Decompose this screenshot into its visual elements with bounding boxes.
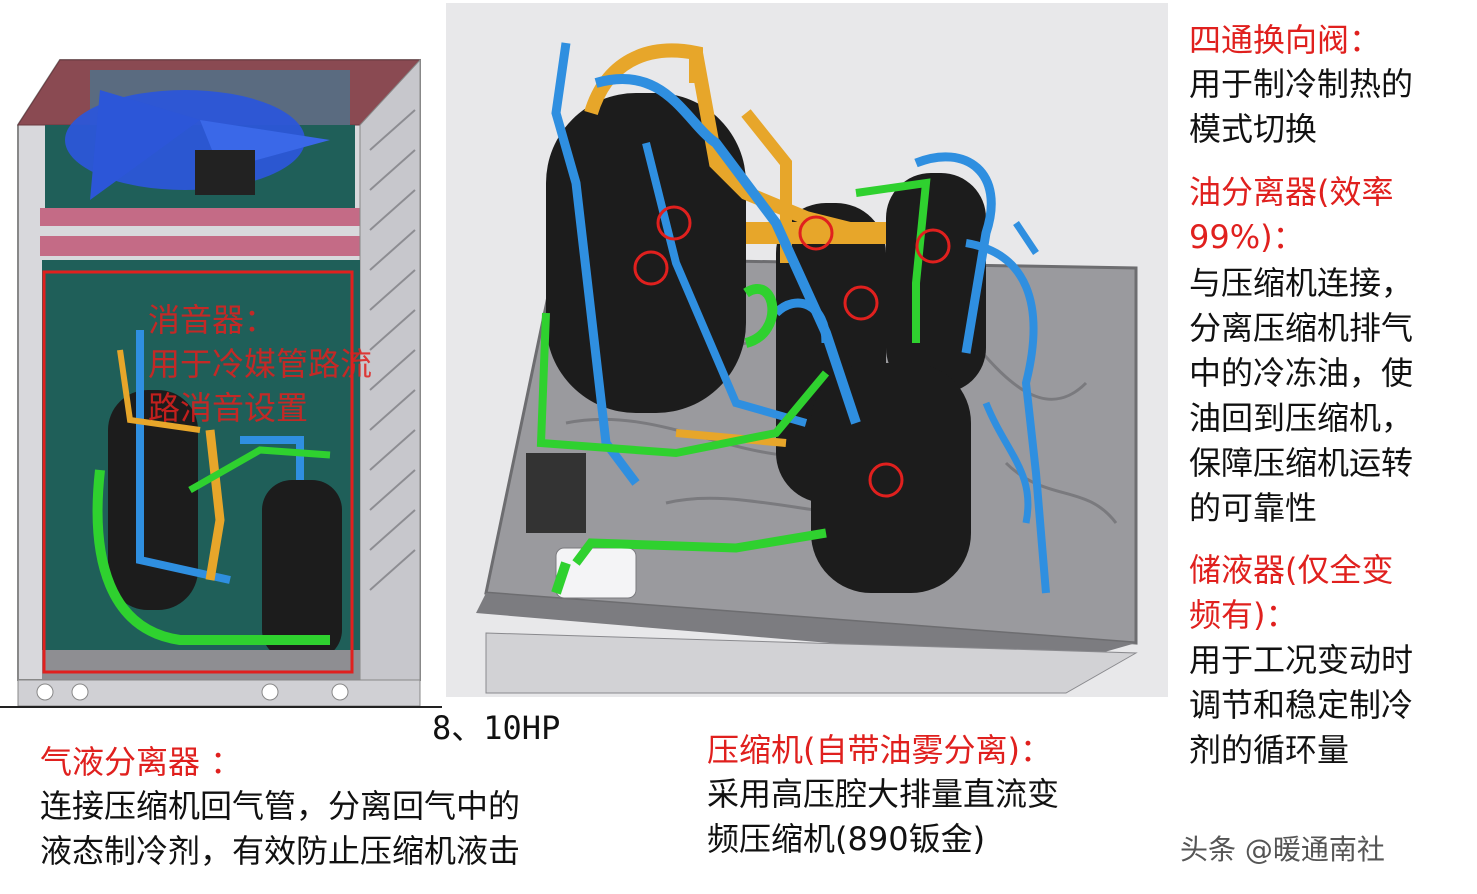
outdoor-unit-image: 消音器： 用于冷媒管路流 路消音设置 xyxy=(0,0,440,708)
model-label: 8、10HP xyxy=(432,709,561,747)
oil-separator-desc: 与压缩机连接， 分离压缩机排气 中的冷冻油，使 油回到压缩机， 保障压缩机运转 … xyxy=(1189,264,1414,527)
marker-circle xyxy=(633,250,669,286)
watermark: 头条 @暖通南社 xyxy=(1180,833,1385,866)
accumulator-title: 储液器(仅全变 频有)： xyxy=(1189,551,1394,634)
highlight-box xyxy=(42,270,354,674)
compressor-title: 压缩机(自带油雾分离)： xyxy=(707,731,1052,769)
muffler-title: 消音器： xyxy=(148,301,277,339)
gas-liquid-separator-title: 气液分离器 ： xyxy=(40,743,243,781)
compressor-desc: 采用高压腔大排量直流变 频压缩机(890钣金) xyxy=(707,775,1060,858)
marker-circle xyxy=(656,205,692,241)
divider-line xyxy=(0,706,442,708)
compressor-tank xyxy=(811,363,971,593)
internal-components-image xyxy=(446,3,1168,697)
marker-circle xyxy=(798,215,834,251)
accumulator-desc: 用于工况变动时 调节和稳定制冷 剂的循环量 xyxy=(1189,641,1414,769)
marker-circle xyxy=(843,285,879,321)
marker-circle xyxy=(868,462,904,498)
four-way-valve-title: 四通换向阀： xyxy=(1189,21,1382,59)
four-way-valve-desc: 用于制冷制热的 模式切换 xyxy=(1189,65,1414,148)
marker-circle xyxy=(915,228,951,264)
oil-separator-title: 油分离器(效率 99%)： xyxy=(1189,173,1394,256)
muffler-desc-line2: 路消音设置 xyxy=(148,389,309,427)
gas-liquid-separator-desc: 连接压缩机回气管，分离回气中的 液态制冷剂，有效防止压缩机液击 xyxy=(40,787,521,870)
muffler-desc-line1: 用于冷媒管路流 xyxy=(148,345,373,383)
